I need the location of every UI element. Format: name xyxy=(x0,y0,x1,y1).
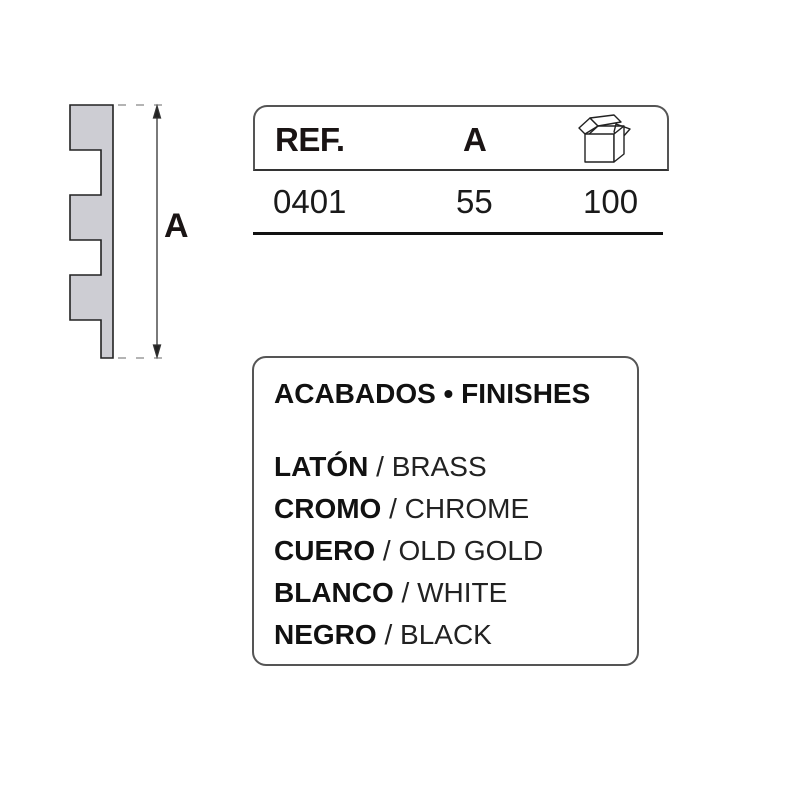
finish-es: CROMO xyxy=(274,493,382,524)
finish-sep: / xyxy=(393,577,418,608)
list-item: NEGRO / BLACK xyxy=(274,614,543,656)
dimension-arrow xyxy=(152,103,162,360)
header-ref: REF. xyxy=(275,121,345,158)
finish-en: CHROME xyxy=(404,493,530,524)
dimension-label: A xyxy=(164,207,189,245)
finish-sep: / xyxy=(375,535,399,566)
finish-es: CUERO xyxy=(274,535,376,566)
table-bottom-rule xyxy=(253,232,663,235)
finish-es: LATÓN xyxy=(274,451,369,482)
finish-sep: / xyxy=(368,451,392,482)
reference-table: REF. A 0401 55 100 xyxy=(253,105,669,231)
cell-ref: 0401 xyxy=(273,183,347,220)
box-icon xyxy=(578,114,631,163)
table-row: 0401 55 100 xyxy=(253,171,669,231)
list-item: CROMO / CHROME xyxy=(274,488,543,530)
dimension-extension-lines xyxy=(118,104,163,359)
profile-drawing xyxy=(69,103,163,360)
header-a: A xyxy=(463,121,487,158)
finish-en: BLACK xyxy=(400,619,492,650)
finish-es: BLANCO xyxy=(274,577,394,608)
finishes-list: LATÓN / BRASS CROMO / CHROME CUERO / OLD… xyxy=(274,446,543,656)
cell-a: 55 xyxy=(456,183,493,220)
cell-box-qty: 100 xyxy=(583,183,639,220)
finish-es: NEGRO xyxy=(274,619,377,650)
finish-sep: / xyxy=(376,619,401,650)
list-item: LATÓN / BRASS xyxy=(274,446,543,488)
finish-sep: / xyxy=(381,493,405,524)
list-item: CUERO / OLD GOLD xyxy=(274,530,543,572)
finish-en: OLD GOLD xyxy=(398,535,544,566)
finish-en: BRASS xyxy=(391,451,487,482)
finish-en: WHITE xyxy=(417,577,508,608)
list-item: BLANCO / WHITE xyxy=(274,572,543,614)
table-header: REF. A xyxy=(253,105,669,171)
finishes-panel: ACABADOS • FINISHES LATÓN / BRASS CROMO … xyxy=(252,356,639,666)
finishes-title: ACABADOS • FINISHES xyxy=(274,378,591,409)
profile-shape xyxy=(69,104,114,359)
